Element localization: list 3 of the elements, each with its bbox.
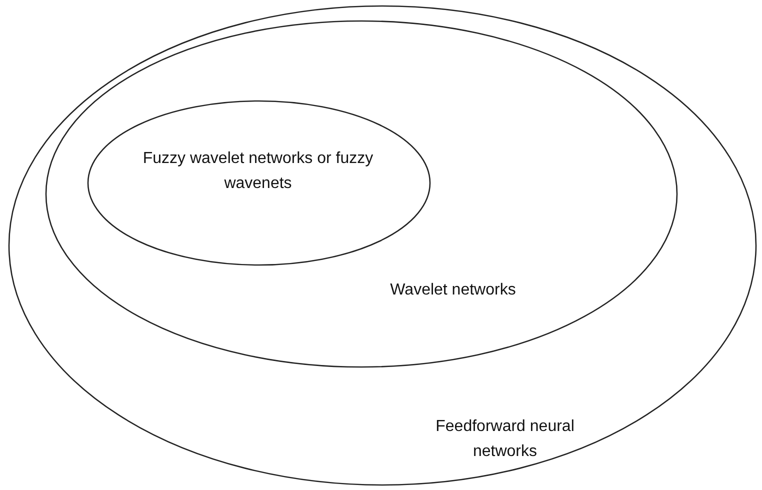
set-label: Wavelet networks: [389, 280, 517, 300]
set-label: Fuzzy wavelet networks or fuzzy wavenets: [142, 149, 374, 194]
set-label: Feedforward neural networks: [434, 417, 576, 462]
